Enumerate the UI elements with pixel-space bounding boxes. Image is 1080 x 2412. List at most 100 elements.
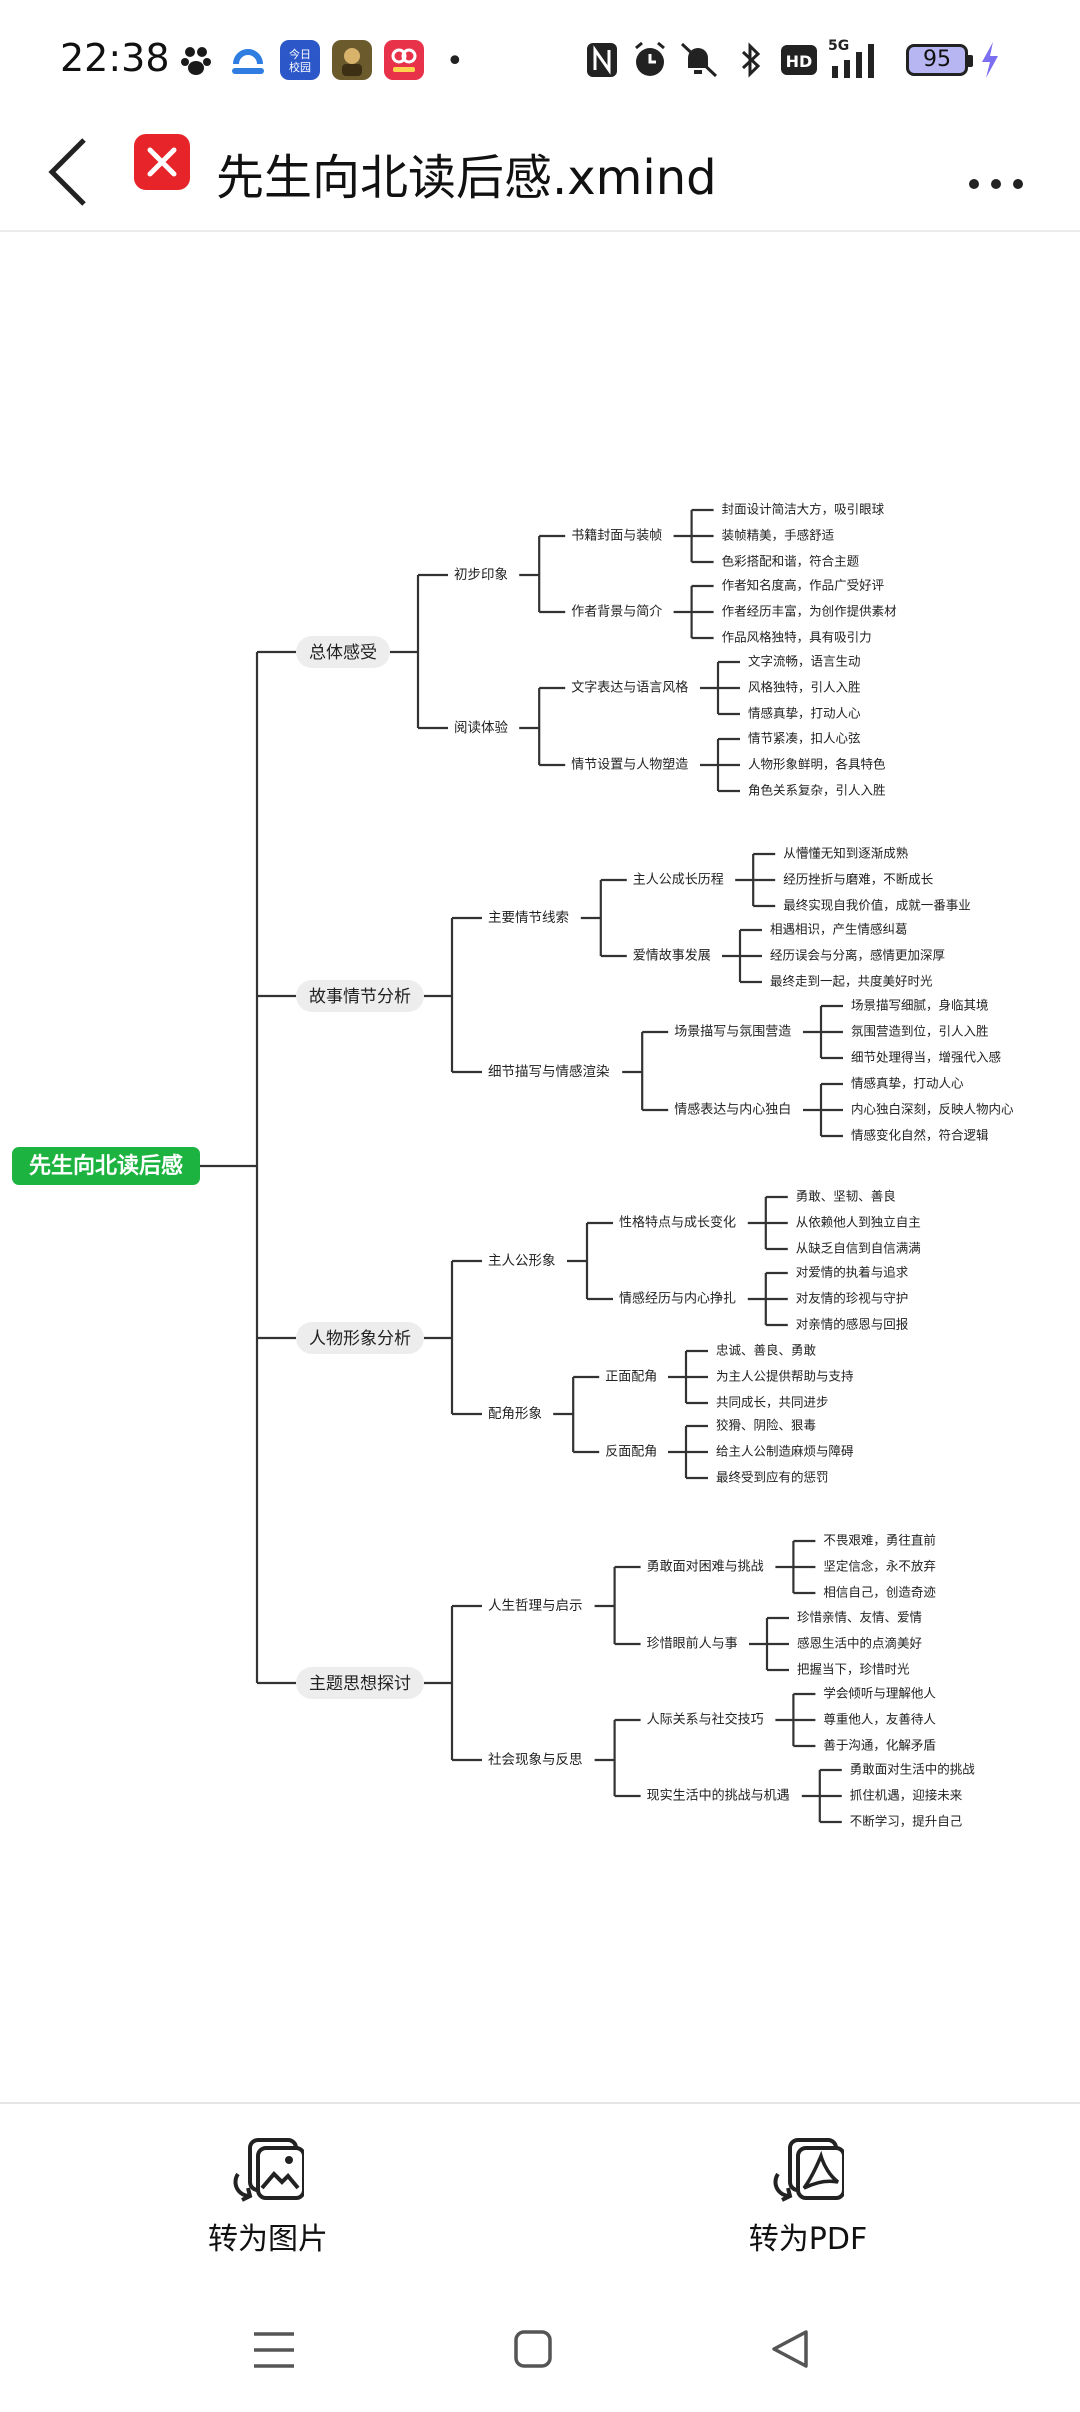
topic-node-label[interactable]: 勇敢面对困难与挑战: [647, 1560, 764, 1575]
leaf-node-label[interactable]: 情感真挚，打动人心: [748, 706, 861, 721]
leaf-node-label[interactable]: 感恩生活中的点滴美好: [797, 1636, 922, 1651]
mindmap-root-node[interactable]: 先生向北读后感: [12, 1147, 200, 1185]
leaf-node-label[interactable]: 尊重他人，友善待人: [823, 1712, 936, 1727]
topic-node-label[interactable]: 场景描写与氛围营造: [674, 1025, 791, 1040]
leaf-node-label[interactable]: 把握当下，珍惜时光: [797, 1662, 910, 1677]
leaf-node-label[interactable]: 色彩搭配和谐，符合主题: [722, 554, 860, 569]
convert-to-image-label: 转为图片: [208, 2222, 328, 2257]
signal-5g-icon: 5G: [826, 36, 890, 93]
leaf-node-label[interactable]: 情节紧凑，扣人心弦: [748, 731, 861, 746]
convert-to-pdf-button[interactable]: 转为PDF: [668, 2130, 948, 2260]
topic-node-label[interactable]: 情节设置与人物塑造: [571, 758, 688, 773]
topic-node-label[interactable]: 主人公成长历程: [633, 873, 724, 888]
leaf-node-label[interactable]: 对爱情的执着与追求: [796, 1265, 909, 1280]
leaf-node-label[interactable]: 相信自己，创造奇迹: [823, 1585, 936, 1600]
topic-node-label[interactable]: 作者背景与简介: [571, 604, 662, 620]
leaf-node-label[interactable]: 从缺乏自信到自信满满: [796, 1241, 921, 1256]
leaf-node-label[interactable]: 珍惜亲情、友情、爱情: [797, 1610, 922, 1625]
leaf-node-label[interactable]: 场景描写细腻，身临其境: [851, 998, 989, 1013]
topic-node-label[interactable]: 性格特点与成长变化: [619, 1215, 736, 1231]
leaf-node-label[interactable]: 风格独特，引人入胜: [748, 680, 861, 695]
back-button[interactable]: [40, 128, 100, 218]
leaf-node-label[interactable]: 不断学习，提升自己: [850, 1814, 963, 1829]
subtopic-node-label[interactable]: 主要情节线索: [488, 910, 569, 926]
topic-node-label[interactable]: 爱情故事发展: [633, 948, 711, 964]
branch-node-label[interactable]: 人物形象分析: [309, 1329, 411, 1349]
topic-node-label[interactable]: 情感经历与内心挣扎: [619, 1291, 736, 1307]
topic-node-label[interactable]: 情感表达与内心独白: [674, 1102, 791, 1118]
leaf-node-label[interactable]: 内心独白深刻，反映人物内心: [851, 1102, 1014, 1117]
leaf-node-label[interactable]: 装帧精美，手感舒适: [722, 528, 835, 543]
leaf-node-label[interactable]: 氛围营造到位，引人入胜: [851, 1024, 989, 1039]
leaf-node-label[interactable]: 情感真挚，打动人心: [851, 1076, 964, 1091]
hd-icon: HD: [780, 42, 818, 89]
leaf-node-label[interactable]: 勇敢、坚韧、善良: [796, 1189, 896, 1204]
leaf-node-label[interactable]: 经历挫折与磨难，不断成长: [783, 872, 934, 887]
subtopic-node-label[interactable]: 初步印象: [454, 566, 508, 583]
leaf-node-label[interactable]: 对友情的珍视与守护: [796, 1291, 909, 1306]
paw-app-icon: [176, 40, 216, 80]
file-title: 先生向北读后感.xmind: [216, 150, 717, 206]
nav-back-button[interactable]: [752, 2320, 832, 2380]
convert-to-image-button[interactable]: 转为图片: [128, 2130, 408, 2260]
nfc-icon: [584, 40, 620, 91]
subtopic-node-label[interactable]: 社会现象与反思: [488, 1752, 583, 1768]
leaf-node-label[interactable]: 文字流畅，语言生动: [748, 654, 861, 669]
branch-node-label[interactable]: 主题思想探讨: [309, 1674, 411, 1694]
leaf-node-label[interactable]: 封面设计简洁大方，吸引眼球: [722, 502, 885, 517]
topic-node-label[interactable]: 反面配角: [605, 1445, 657, 1460]
leaf-node-label[interactable]: 角色关系复杂，引人入胜: [748, 783, 886, 798]
leaf-node-label[interactable]: 给主人公制造麻烦与障碍: [716, 1444, 854, 1459]
leaf-node-label[interactable]: 共同成长，共同进步: [716, 1395, 829, 1410]
topic-node-label[interactable]: 现实生活中的挑战与机遇: [647, 1788, 790, 1804]
leaf-node-label[interactable]: 不畏艰难，勇往直前: [823, 1533, 936, 1548]
subtopic-node-label[interactable]: 细节描写与情感渲染: [488, 1063, 610, 1080]
status-bar: 22:38 今日校园 • HD 5G 95: [0, 0, 1080, 120]
topic-node-label[interactable]: 文字表达与语言风格: [571, 680, 688, 696]
convert-to-pdf-label: 转为PDF: [748, 2222, 868, 2257]
topic-node-label[interactable]: 正面配角: [605, 1370, 657, 1385]
leaf-node-label[interactable]: 从懵懂无知到逐渐成熟: [783, 846, 909, 861]
leaf-node-label[interactable]: 善于沟通，化解矛盾: [823, 1738, 936, 1753]
leaf-node-label[interactable]: 对亲情的感恩与回报: [796, 1317, 909, 1332]
leaf-node-label[interactable]: 作品风格独特，具有吸引力: [722, 630, 872, 645]
leaf-node-label[interactable]: 学会倾听与理解他人: [823, 1686, 936, 1701]
root-node-label: 先生向北读后感: [29, 1153, 183, 1179]
leaf-node-label[interactable]: 情感变化自然，符合逻辑: [851, 1128, 989, 1143]
leaf-node-label[interactable]: 细节处理得当，增强代入感: [851, 1050, 1001, 1065]
leaf-node-label[interactable]: 狡猾、阴险、狠毒: [716, 1418, 816, 1433]
leaf-node-label[interactable]: 作者知名度高，作品广受好评: [722, 578, 885, 593]
leaf-node-label[interactable]: 作者经历丰富，为创作提供素材: [722, 604, 897, 619]
subtopic-node-label[interactable]: 阅读体验: [454, 720, 508, 736]
topic-node-label[interactable]: 书籍封面与装帧: [571, 528, 662, 544]
topic-node-label[interactable]: 人际关系与社交技巧: [647, 1712, 764, 1728]
navigation-bar: [0, 2300, 1080, 2412]
mindmap-canvas[interactable]: 先生向北读后感 总体感受 初步印象 书籍封面与装帧 封面设计简洁大方，吸引眼球装帧精美，…: [0, 232, 1080, 2102]
xmind-file-icon: [134, 134, 190, 190]
leaf-node-label[interactable]: 忠诚、善良、勇敢: [716, 1343, 817, 1358]
nav-menu-button[interactable]: [234, 2320, 314, 2380]
leaf-node-label[interactable]: 坚定信念，永不放弃: [823, 1559, 936, 1574]
leaf-node-label[interactable]: 勇敢面对生活中的挑战: [850, 1762, 976, 1777]
svg-text:HD: HD: [786, 52, 813, 71]
leaf-node-label[interactable]: 最终受到应有的惩罚: [716, 1470, 829, 1485]
leaf-node-label[interactable]: 最终实现自我价值，成就一番事业: [783, 898, 971, 913]
mute-icon: [678, 40, 720, 91]
leaf-node-label[interactable]: 从依赖他人到独立自主: [796, 1215, 921, 1230]
subtopic-node-label[interactable]: 配角形象: [488, 1406, 542, 1422]
topic-node-label[interactable]: 珍惜眼前人与事: [647, 1636, 738, 1652]
nav-home-button[interactable]: [492, 2320, 572, 2380]
more-options-button[interactable]: [960, 142, 1040, 202]
subtopic-node-label[interactable]: 主人公形象: [488, 1253, 556, 1269]
branch-node-label[interactable]: 故事情节分析: [309, 987, 411, 1007]
leaf-node-label[interactable]: 相遇相识，产生情感纠葛: [770, 922, 908, 937]
subtopic-node-label[interactable]: 人生哲理与启示: [488, 1598, 583, 1614]
leaf-node-label[interactable]: 最终走到一起，共度美好时光: [770, 974, 933, 989]
leaf-node-label[interactable]: 为主人公提供帮助与支持: [716, 1369, 854, 1384]
leaf-node-label[interactable]: 人物形象鲜明，各具特色: [748, 757, 886, 772]
root-node-background: [12, 1147, 200, 1185]
leaf-node-label[interactable]: 抓住机遇，迎接未来: [850, 1788, 963, 1803]
branch-node-label[interactable]: 总体感受: [309, 643, 377, 663]
shop-app-icon: [384, 40, 424, 80]
leaf-node-label[interactable]: 经历误会与分离，感情更加深厚: [770, 948, 945, 963]
